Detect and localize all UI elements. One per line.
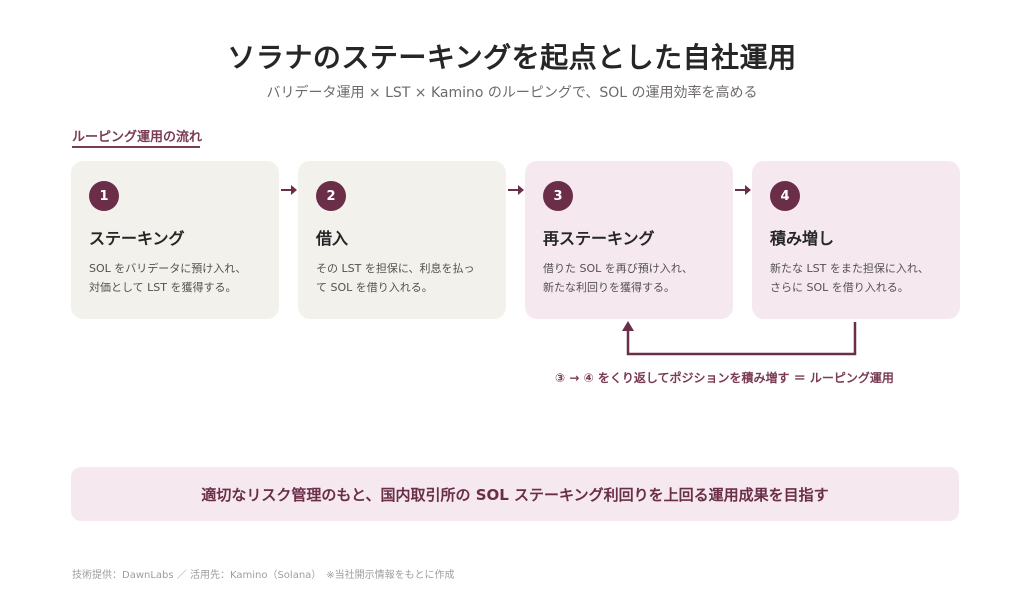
step-title: ステーキング (89, 229, 185, 248)
step-card-3: 3 再ステーキング 借りた SOL を再び預け入れ、 新たな利回りを獲得する。 (525, 161, 733, 319)
section-label: ルーピング運用の流れ (72, 130, 203, 145)
step-title: 積み増し (770, 229, 835, 248)
page-title: ソラナのステーキングを起点とした自社運用 (227, 41, 797, 74)
step-description: その LST を担保に、利息を払っ て SOL を借り入れる。 (316, 262, 475, 294)
page-subtitle: バリデータ運用 × LST × Kamino のルーピングで、SOL の運用効率… (266, 85, 758, 101)
step-number-badge: 1 (89, 181, 119, 211)
step-description: SOL をバリデータに預け入れ、 対価として LST を獲得する。 (89, 262, 247, 294)
step-card-1: 1 ステーキング SOL をバリデータに預け入れ、 対価として LST を獲得す… (71, 161, 279, 319)
step-description: 借りた SOL を再び預け入れ、 新たな利回りを獲得する。 (543, 262, 693, 294)
step-number-badge: 2 (316, 181, 346, 211)
arrow-right-icon (281, 185, 297, 195)
goal-banner-text: 適切なリスク管理のもと、国内取引所の SOL ステーキング利回りを上回る運用成果… (201, 485, 829, 504)
section-underline (72, 146, 200, 148)
footer-note: 技術提供：DawnLabs ／ 活用先：Kamino（Solana） ※当社開示… (72, 570, 455, 581)
step-title: 再ステーキング (543, 229, 655, 248)
arrow-right-icon (508, 185, 524, 195)
arrow-right-icon (735, 185, 751, 195)
loop-caption: ③ → ④ をくり返してポジションを積み増す ＝ ルーピング運用 (555, 371, 894, 385)
goal-banner: 適切なリスク管理のもと、国内取引所の SOL ステーキング利回りを上回る運用成果… (71, 467, 959, 521)
step-title: 借入 (316, 229, 349, 248)
step-card-2: 2 借入 その LST を担保に、利息を払っ て SOL を借り入れる。 (298, 161, 506, 319)
step-description: 新たな LST をまた担保に入れ、 さらに SOL を借り入れる。 (770, 262, 929, 294)
step-card-4: 4 積み増し 新たな LST をまた担保に入れ、 さらに SOL を借り入れる。 (752, 161, 960, 319)
step-number-badge: 3 (543, 181, 573, 211)
step-number-badge: 4 (770, 181, 800, 211)
